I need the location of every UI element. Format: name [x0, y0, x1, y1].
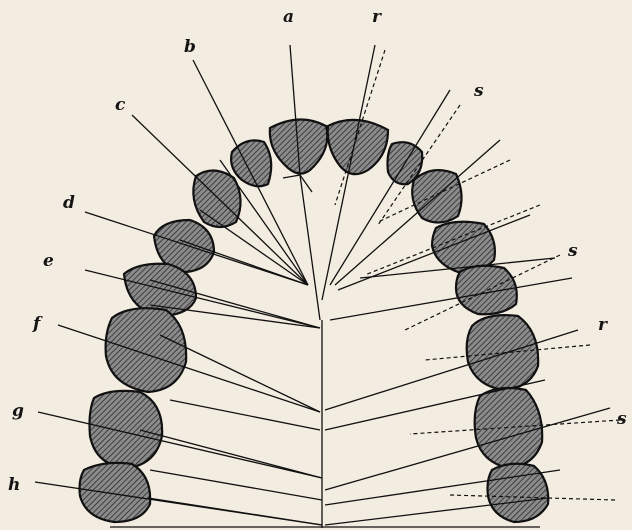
label-h: h [8, 475, 20, 495]
tooth-left-central-incisor [270, 119, 327, 173]
label-s-lower: s [616, 409, 627, 429]
label-b: b [184, 37, 196, 57]
label-r-lower: r [598, 315, 608, 335]
tooth-left-third-molar [80, 463, 151, 522]
label-a: a [283, 7, 294, 27]
tooth-left-first-molar [106, 308, 187, 392]
label-e: e [43, 251, 54, 271]
label-f: f [32, 314, 43, 334]
tooth-right-canine [412, 170, 461, 222]
tooth-left-second-molar [90, 391, 163, 468]
label-r-top: r [372, 7, 382, 27]
right-teeth [328, 120, 548, 522]
label-g: g [12, 401, 24, 421]
label-d: d [63, 193, 75, 213]
label-c: c [115, 95, 126, 115]
tooth-right-second-molar [475, 388, 543, 468]
tooth-right-second-premolar [456, 266, 517, 315]
label-s-middle: s [567, 241, 578, 261]
label-s-upper: s [473, 81, 484, 101]
